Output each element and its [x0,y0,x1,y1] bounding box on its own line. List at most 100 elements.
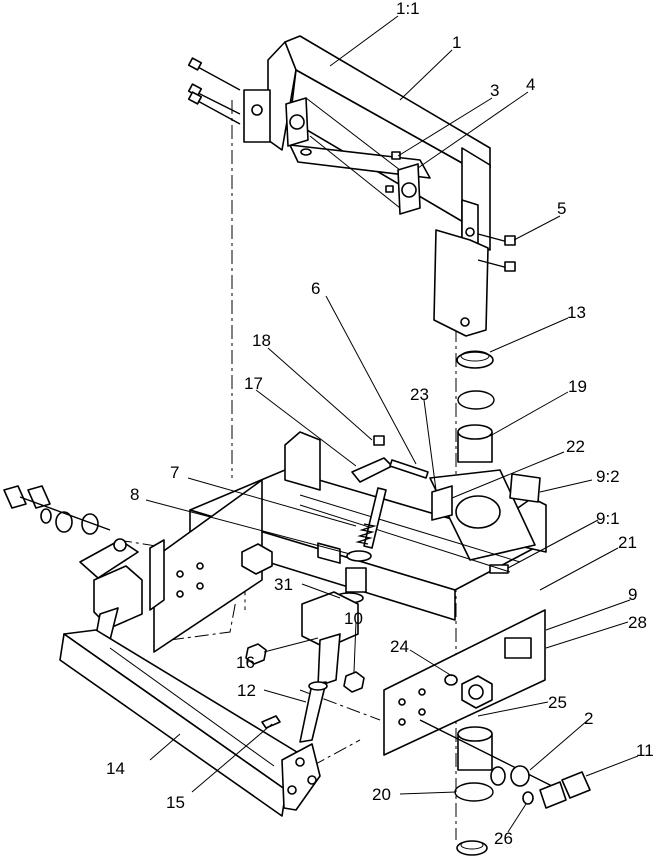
decal-28 [504,637,532,659]
callout-9: 9 [628,585,637,604]
snap-ring-20 [454,782,494,802]
right-wall-holes [398,688,426,726]
lockwasher-26 [522,791,534,805]
frame-tab-23 [431,485,453,521]
upper-bracket-left-flange [243,89,271,143]
right-axis-parts [454,350,495,856]
decal-9-2 [509,473,541,503]
shelf-slot [300,148,312,156]
bolt-upper-left-c [187,91,241,125]
deck-plate-14 [59,629,321,817]
bolt-left-a [3,485,27,509]
leader-lines [145,15,639,833]
callout-24: 24 [390,637,409,656]
left-arm-pin [113,538,127,552]
upper-bracket-leg [433,229,489,337]
nut-small [385,185,394,193]
left-arm-plate [149,539,165,611]
block-16 [301,591,359,649]
washer-bottom [456,840,488,856]
deck-hole-a [295,757,305,767]
rod-12-cap [308,681,328,691]
callout-4: 4 [526,75,535,94]
callout-20: 20 [372,785,391,804]
callout-9-1: 9:1 [596,509,620,528]
upper-bracket-assembly [243,35,491,337]
pivot-bore [468,684,484,700]
callout-21: 21 [618,533,637,552]
handle-17 [351,457,393,483]
callout-labels: 1:1 1 3 4 5 13 6 18 17 23 19 22 9:2 7 8 … [106,0,654,848]
washer-2a [490,766,506,786]
washer-left-b [81,513,99,535]
callout-14: 14 [106,759,125,778]
bolt-11 [561,771,591,799]
deck-top [63,629,311,791]
main-frame [153,431,547,756]
callout-9-2: 9:2 [596,467,620,486]
ring-13 [456,350,494,369]
bolt-11b [539,781,567,809]
callout-28: 28 [628,613,647,632]
bolt-right-b [477,259,516,272]
callout-23: 23 [410,385,429,404]
bearing-bore-left [289,114,305,130]
plug-24 [444,674,458,686]
washer-2b [510,765,530,787]
callout-6: 6 [311,279,320,298]
arm-hole [465,227,475,237]
callout-25: 25 [548,693,567,712]
nut-small-left [245,643,267,665]
upper-bolts [187,57,516,272]
callout-5: 5 [557,199,566,218]
frame-left-wall [153,479,263,653]
deck-hole-c [307,775,317,785]
frame-left-upright [284,431,321,491]
bolt-6 [389,459,429,479]
bolt-upper-left-a [187,57,241,91]
bottom-right-hardware [419,719,591,809]
spring-coil [355,523,377,545]
bushing-19 [457,424,493,463]
washer-left-a [55,511,73,533]
bearing-bore-right [401,182,417,198]
callout-26: 26 [494,829,513,848]
spacer-31 [345,567,367,593]
bolt-right-a [477,233,516,246]
callout-17: 17 [244,374,263,393]
leg-hole [460,317,470,327]
frame-label-plate [317,542,341,564]
callout-16: 16 [236,653,255,672]
callout-11: 11 [636,741,654,760]
callout-19: 19 [568,377,587,396]
callout-22: 22 [566,437,585,456]
snap-ring-upper [457,390,495,410]
callout-7: 7 [170,463,179,482]
nut-10 [343,671,365,693]
callout-8: 8 [130,485,139,504]
pin-15 [261,715,281,729]
callout-10: 10 [344,609,363,628]
washer-8 [346,550,372,562]
boss-left [241,543,273,575]
callout-2: 2 [584,709,593,728]
bushing-25 [457,726,493,771]
left-arm-assembly [79,538,165,647]
nut-18 [373,435,385,446]
callout-18: 18 [252,331,271,350]
lockwasher-left [40,508,52,524]
center-strut [245,591,365,743]
callout-31: 31 [274,575,293,594]
deck-hole-b [287,785,297,795]
flange-hole [251,104,263,116]
left-hardware [3,485,111,535]
callout-3: 3 [490,81,499,100]
callout-12: 12 [237,681,256,700]
callout-13: 13 [567,303,586,322]
frame-pivot-hole [455,495,501,529]
nut-3 [391,151,401,160]
callout-15: 15 [166,793,185,812]
tube-16 [317,633,341,687]
